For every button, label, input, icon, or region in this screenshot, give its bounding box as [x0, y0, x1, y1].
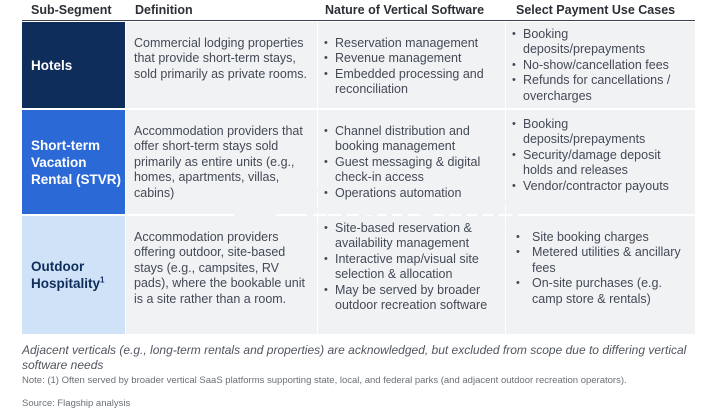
- nature-hotels: Reservation management Revenue managemen…: [318, 22, 505, 108]
- segment-outdoor: Outdoor Hospitality1: [22, 216, 125, 334]
- list-item: Embedded processing and reconciliation: [322, 67, 501, 98]
- adjacent-verticals-note: Adjacent verticals (e.g., long-term rent…: [22, 343, 687, 372]
- payments-hotels: Booking deposits/prepayments No-show/can…: [506, 22, 695, 108]
- definition-outdoor-text: Accommodation providers offering outdoor…: [134, 230, 305, 306]
- list-item: Guest messaging & digital check-in acces…: [322, 155, 501, 186]
- definition-outdoor: Accommodation providers offering outdoor…: [126, 216, 317, 334]
- segment-outdoor-text: Outdoor Hospitality: [31, 259, 101, 291]
- nature-stvr: Channel distribution and booking managem…: [318, 110, 505, 214]
- segment-stvr: Short-term Vacation Rental (STVR): [22, 110, 125, 214]
- list-item: Channel distribution and booking managem…: [322, 124, 501, 155]
- list-item: No-show/cancellation fees: [510, 58, 691, 74]
- footnote: Note: (1) Often served by broader vertic…: [22, 375, 627, 386]
- list-item: Vendor/contractor payouts: [510, 179, 691, 195]
- list-item: Booking deposits/prepayments: [510, 27, 691, 58]
- list-item: Metered utilities & ancillary fees: [510, 245, 691, 276]
- header-definition: Definition: [135, 3, 193, 17]
- list-item: Operations automation: [322, 186, 501, 202]
- segment-outdoor-label: Outdoor Hospitality1: [31, 258, 125, 292]
- definition-stvr-text: Accommodation providers that offer short…: [134, 124, 303, 200]
- list-item: Revenue management: [322, 51, 501, 67]
- list-item: Site booking charges: [510, 230, 691, 246]
- list-item: Reservation management: [322, 36, 501, 52]
- list-item: Refunds for cancellations / overcharges: [510, 73, 691, 104]
- payments-stvr: Booking deposits/prepayments Security/da…: [506, 110, 695, 214]
- list-item: Security/damage deposit holds and releas…: [510, 148, 691, 179]
- segment-stvr-label: Short-term Vacation Rental (STVR): [31, 137, 122, 187]
- header-rule: [22, 20, 695, 21]
- source-line: Source: Flagship analysis: [22, 398, 131, 409]
- segment-hotels: Hotels: [22, 22, 125, 108]
- definition-hotels: Commercial lodging properties that provi…: [126, 22, 317, 108]
- list-item: On-site purchases (e.g. camp store & ren…: [510, 276, 691, 307]
- definition-stvr: Accommodation providers that offer short…: [126, 110, 317, 214]
- list-item: Booking deposits/prepayments: [510, 117, 691, 148]
- header-nature: Nature of Vertical Software: [325, 3, 485, 17]
- list-item: May be served by broader outdoor recreat…: [322, 283, 501, 314]
- nature-outdoor: Site-based reservation & availability ma…: [318, 216, 505, 334]
- header-payments: Select Payment Use Cases: [516, 3, 676, 17]
- list-item: Interactive map/visual site selection & …: [322, 252, 501, 283]
- segment-hotels-label: Hotels: [31, 57, 73, 73]
- definition-hotels-text: Commercial lodging properties that provi…: [134, 36, 307, 81]
- list-item: Site-based reservation & availability ma…: [322, 221, 501, 252]
- payments-outdoor: Site booking charges Metered utilities &…: [506, 216, 695, 334]
- footnote-marker: 1: [100, 275, 105, 285]
- header-sub-segment: Sub-Segment: [31, 3, 112, 17]
